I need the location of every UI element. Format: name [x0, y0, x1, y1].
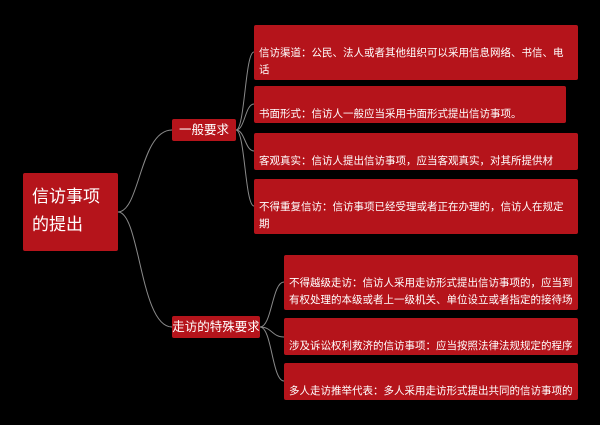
leaf-petition-channels[interactable]: 信访渠道：公民、法人或者其他组织可以采用信息网络、书信、电话 、传真、走访等形式…	[254, 25, 578, 80]
leaf-text: 多人走访推举代表：多人采用走访形式提出共同的信访事项的 ，应当推选代表，代表人数…	[289, 385, 573, 397]
connector-root-branch-visit	[117, 211, 173, 328]
connector-visit-leaf-1	[259, 281, 285, 328]
connector-general-leaf-3	[235, 129, 255, 152]
connector-visit-leaf-3	[259, 326, 285, 382]
leaf-text: 书面形式：信访人一般应当采用书面形式提出信访事项。 对采用口头形式提出的信访事项…	[259, 108, 522, 120]
leaf-no-repeat-petition[interactable]: 不得重复信访：信访事项已经受理或者正在办理的，信访人在规定期 限内向受理、办理机…	[254, 179, 578, 234]
connector-general-leaf-1	[235, 51, 255, 131]
leaf-text: 不得越级走访：信访人采用走访形式提出信访事项的，应当到 有权处理的本级或者上一级…	[289, 277, 573, 306]
leaf-text: 信访渠道：公民、法人或者其他组织可以采用信息网络、书信、电话 、传真、走访等形式…	[259, 47, 564, 76]
connector-general-leaf-4	[235, 129, 255, 207]
branch-general-requirements[interactable]: 一般要求	[172, 119, 236, 141]
connector-root-branch-general	[117, 129, 173, 213]
leaf-written-form[interactable]: 书面形式：信访人一般应当采用书面形式提出信访事项。 对采用口头形式提出的信访事项…	[254, 86, 566, 123]
leaf-text: 不得重复信访：信访事项已经受理或者正在办理的，信访人在规定期 限内向受理、办理机…	[259, 201, 564, 230]
root-topic-line-1: 信访事项	[32, 187, 100, 207]
root-topic-line-2: 的提出	[32, 215, 83, 235]
leaf-litigation-rights[interactable]: 涉及诉讼权利救济的信访事项：应当按照法律法规规定的程序 向有关政法部门提出。	[284, 318, 578, 355]
connector-general-leaf-2	[235, 103, 255, 131]
branch-label: 走访的特殊要求	[172, 319, 260, 334]
leaf-text: 客观真实：信访人提出信访事项，应当客观真实，对其所提供材 料内容的真实性负责，不…	[259, 155, 553, 167]
branch-label: 一般要求	[178, 122, 229, 137]
leaf-no-bypass-visit[interactable]: 不得越级走访：信访人采用走访形式提出信访事项的，应当到 有权处理的本级或者上一级…	[284, 255, 578, 310]
leaf-text: 涉及诉讼权利救济的信访事项：应当按照法律法规规定的程序 向有关政法部门提出。	[289, 340, 573, 352]
branch-visit-special-requirements[interactable]: 走访的特殊要求	[172, 316, 260, 338]
leaf-objective-truth[interactable]: 客观真实：信访人提出信访事项，应当客观真实，对其所提供材 料内容的真实性负责，不…	[254, 133, 578, 170]
root-topic[interactable]: 信访事项 的提出	[23, 173, 118, 251]
leaf-group-representatives[interactable]: 多人走访推举代表：多人采用走访形式提出共同的信访事项的 ，应当推选代表，代表人数…	[284, 363, 578, 400]
connector-visit-leaf-2	[259, 326, 285, 338]
